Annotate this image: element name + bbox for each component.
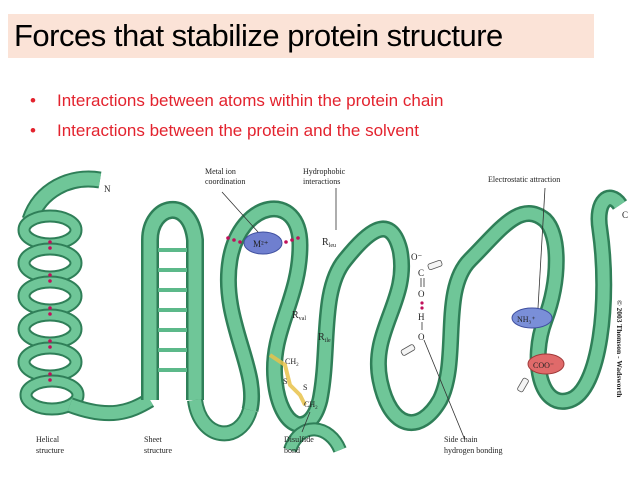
- bullet-dot: •: [30, 121, 36, 140]
- slide-title: Forces that stabilize protein structure: [14, 18, 503, 53]
- bullet-list: • Interactions between atoms within the p…: [30, 86, 444, 146]
- sheet-hbond-rungs: [158, 248, 187, 372]
- bullet-text: Interactions between the protein and the…: [57, 121, 419, 140]
- hydrophobic-label-line1: Hydrophobic: [303, 167, 346, 176]
- metal-ion-symbol: M²⁺: [253, 239, 269, 249]
- side-chain-label-line1: Side chain: [444, 435, 478, 444]
- sulfur-2: S: [303, 383, 307, 392]
- hydrophobic-label-line2: interactions: [303, 177, 340, 186]
- sheet-label-line1: Sheet: [144, 435, 163, 444]
- r-ile: Rile: [318, 332, 331, 344]
- carbon: C: [418, 268, 424, 278]
- protein-structure-diagram: N M²⁺: [17, 167, 628, 455]
- hydrophobic-groups: Rleu Rval Rile: [292, 188, 337, 344]
- disulfide-label-line1: Disulfide: [284, 435, 314, 444]
- disulfide-bond: CH2 S S CH2: [268, 353, 318, 433]
- metal-ion: [243, 231, 283, 255]
- helix-hbond-dots: [48, 240, 52, 382]
- alpha-helix: N: [17, 170, 111, 416]
- bullet-item: • Interactions between atoms within the p…: [30, 86, 444, 116]
- metal-ion-coordination: M²⁺: [221, 191, 300, 255]
- oxygen: O: [418, 289, 425, 299]
- middle-loop-ribbon: [220, 189, 628, 454]
- nh3-ion: [511, 307, 553, 329]
- o-minus: O⁻: [411, 252, 422, 262]
- bullet-item: • Interactions between the protein and th…: [30, 116, 444, 146]
- ch2-top: CH2: [285, 357, 299, 368]
- ch2-bottom: CH2: [304, 400, 318, 411]
- side-chain-hbond: O⁻ C O H O: [400, 252, 466, 441]
- electrostatic-label: Electrostatic attraction: [488, 175, 560, 184]
- side-chain-label-line2: hydrogen bonding: [444, 446, 502, 455]
- bullet-text: Interactions between atoms within the pr…: [57, 91, 444, 110]
- c-terminus-label: C: [622, 210, 628, 220]
- bullet-dot: •: [30, 91, 36, 110]
- coo-symbol: COO⁻: [533, 361, 554, 370]
- hydrogen: H: [418, 312, 425, 322]
- sulfur-1: S: [283, 377, 287, 386]
- sheet-label-line2: structure: [144, 446, 172, 455]
- beta-sheet-hairpin: [67, 201, 258, 442]
- metal-ion-label-line2: coordination: [205, 177, 245, 186]
- r-leu: Rleu: [322, 237, 336, 249]
- oxygen-bottom: O: [418, 332, 425, 342]
- r-val: Rval: [292, 310, 306, 322]
- electrostatic-pair: NH₃⁺ COO⁻: [511, 187, 565, 393]
- helical-label-line1: Helical: [36, 435, 60, 444]
- n-terminus-label: N: [104, 184, 111, 194]
- copyright-label: © 2003 Thomson - Wadsworth: [615, 300, 624, 398]
- metal-ion-label-line1: Metal ion: [205, 167, 236, 176]
- disulfide-label-line2: bond: [284, 446, 300, 455]
- nh3-symbol: NH₃⁺: [517, 315, 536, 324]
- title-background: [8, 14, 594, 58]
- coo-ion: [527, 353, 565, 375]
- helical-label-line2: structure: [36, 446, 64, 455]
- diagram-labels: C Metal ion coordination Hydrophobic int…: [36, 167, 628, 455]
